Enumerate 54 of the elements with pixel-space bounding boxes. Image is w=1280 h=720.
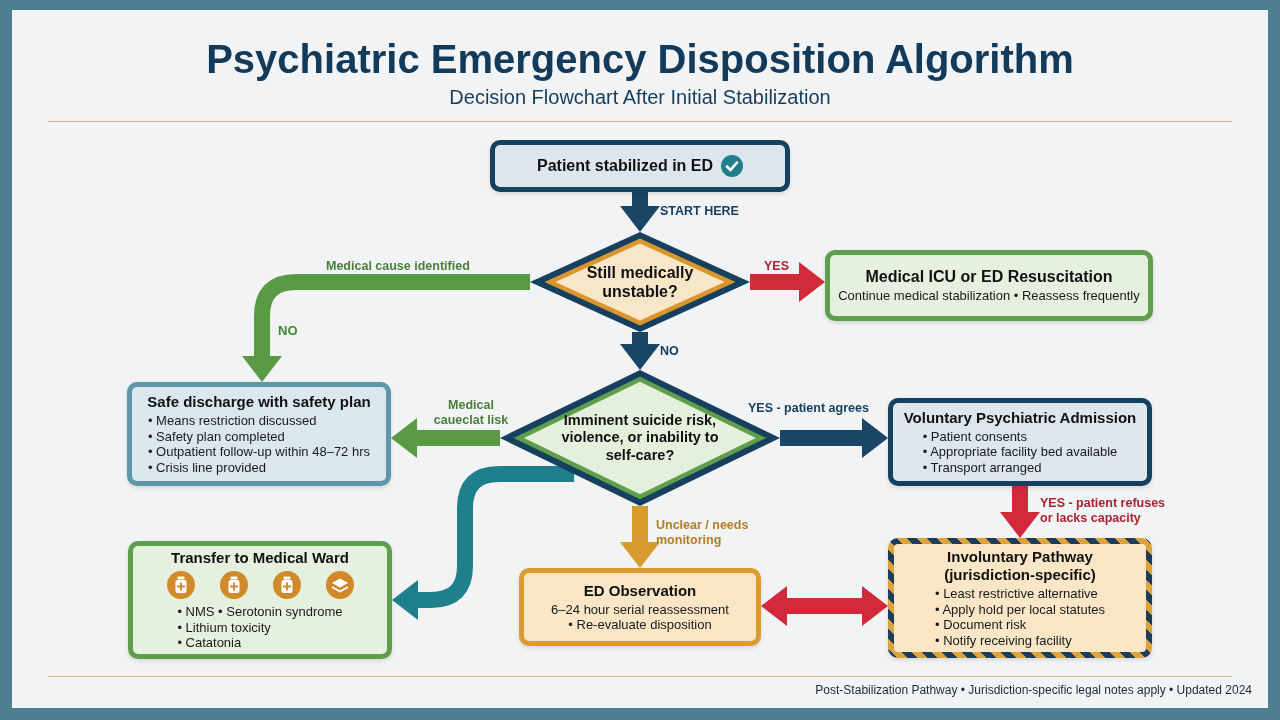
box-title: ED Observation: [583, 581, 697, 600]
bullet-item: • Document risk: [934, 617, 1028, 633]
bullet-item: • NMS • Serotonin syndrome: [177, 604, 343, 620]
title: Psychiatric Emergency Disposition Algorithm: [206, 36, 1074, 82]
box-title: Safe discharge with safety plan: [147, 393, 371, 411]
edge-label: YES: [764, 259, 789, 274]
edge-label: YES - patient refuses or lacks capacity: [1040, 496, 1167, 526]
bullet-item: • Crisis line provided: [147, 459, 267, 475]
box-title: Transfer to Medical Ward: [171, 549, 349, 568]
arrow: [750, 262, 825, 302]
arrow: [620, 506, 660, 568]
decision-text: Still medically unstable?: [585, 262, 695, 302]
process-box: [519, 568, 761, 646]
arrow: [242, 274, 530, 382]
bullet-item: • Notify receiving facility: [934, 632, 1073, 648]
bullet-item: • Appropriate facility bed available: [922, 444, 1118, 460]
box-text: • Re-evaluate disposition: [567, 617, 713, 633]
arrow: [761, 586, 888, 626]
arrow: [620, 192, 660, 232]
edge-label: START HERE: [660, 204, 739, 219]
box-text: Continue medical stabilization • Reassess frequently: [838, 287, 1140, 304]
decision-text: Imminent suicide risk, violence, or inability to self-care?: [560, 411, 720, 465]
edge-label: Medical caueclat lisk: [432, 398, 510, 428]
process-box: [825, 250, 1153, 321]
edge-label: Medical cause identified: [326, 259, 470, 274]
box-title: Patient stabilized in ED: [537, 157, 713, 175]
edge-label: YES - patient agrees: [748, 401, 869, 416]
edge-label: Unclear / needs monitoring: [656, 518, 750, 548]
footer-note: Post-Stabilization Pathway • Jurisdiction-specific legal notes apply • Updated 2024: [815, 683, 1252, 697]
edge-label: NO: [660, 344, 679, 359]
start-box: [490, 140, 790, 192]
bullet-item: • Means restriction discussed: [147, 413, 318, 429]
arrow: [1000, 486, 1040, 538]
subtitle: Decision Flowchart After Initial Stabilization: [449, 85, 831, 109]
arrow: [620, 332, 660, 370]
process-box: [888, 398, 1152, 486]
bullet-item: • Transport arranged: [922, 459, 1043, 476]
box-title: Medical ICU or ED Resuscitation: [865, 267, 1113, 286]
box-title: Involuntary Pathway (jurisdiction-specific): [943, 548, 1097, 584]
bullet-item: • Patient consents: [922, 428, 1028, 445]
process-box: [128, 541, 392, 659]
process-box: [127, 382, 391, 486]
arrow: [780, 418, 888, 458]
bullet-item: • Catatonia: [177, 635, 243, 651]
bullet-item: • Safety plan completed: [147, 428, 286, 444]
box-text: 6–24 hour serial reassessment: [551, 601, 729, 617]
branch-label: NO: [278, 323, 298, 338]
arrow: [391, 418, 500, 458]
bullet-item: • Lithium toxicity: [177, 619, 272, 636]
box-title: Voluntary Psychiatric Admission: [903, 408, 1137, 427]
bullet-item: • Least restrictive alternative: [934, 586, 1099, 602]
bullet-item: • Outpatient follow-up within 48–72 hrs: [147, 444, 371, 460]
bullet-item: • Apply hold per local statutes: [934, 601, 1105, 617]
arrow: [392, 466, 575, 620]
